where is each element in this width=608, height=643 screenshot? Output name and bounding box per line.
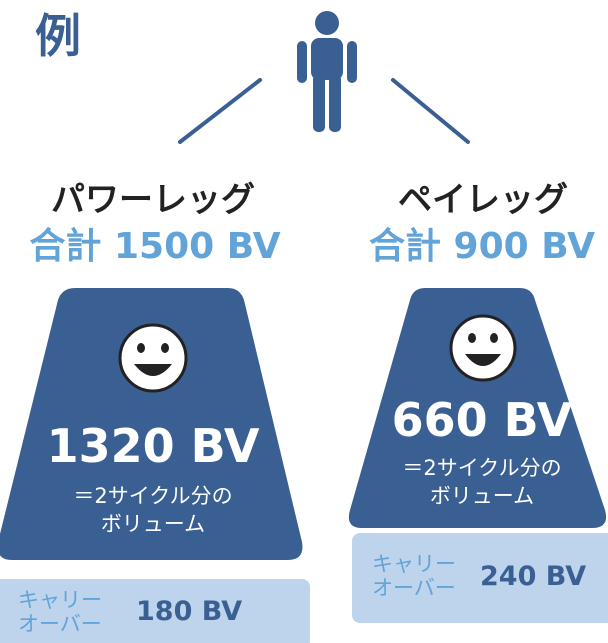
pay-leg-carry-over-box	[352, 533, 608, 623]
cycle-note-line2: ボリューム	[100, 512, 206, 536]
power-leg-carry-over-box	[0, 579, 310, 643]
cycle-note-line2: ボリューム	[429, 484, 535, 508]
carry-label-line1: キャリー	[372, 552, 456, 576]
smiley-face-icon	[118, 323, 188, 393]
power-leg-trapezoid	[0, 288, 303, 560]
power-leg-volume-block: 1320 BV ＝2サイクル分の ボリューム	[20, 418, 286, 538]
cycle-note-line1: ＝2サイクル分の	[73, 484, 233, 508]
total-label: 合計	[29, 226, 102, 267]
total-value: 900 BV	[453, 226, 596, 267]
cycle-note-line1: ＝2サイクル分の	[402, 456, 562, 480]
carry-label-line2: オーバー	[18, 612, 102, 636]
pay-leg-volume-block: 660 BV ＝2サイクル分の ボリューム	[362, 392, 602, 510]
connector-left-line	[178, 78, 262, 144]
connector-right-line	[391, 78, 470, 144]
page-title: 例	[35, 9, 81, 63]
total-value: 1500 BV	[113, 226, 281, 267]
power-leg-name: パワーレッグ	[51, 180, 255, 220]
carry-label-line2: オーバー	[372, 576, 456, 600]
pay-leg-carry-label: キャリー オーバー	[372, 552, 456, 600]
smiley-face-icon	[449, 314, 517, 382]
person-icon	[297, 11, 357, 132]
power-leg-carry-value: 180 BV	[136, 596, 243, 627]
pay-leg-name: ペイレッグ	[398, 180, 568, 220]
pay-leg-total: 合計 900 BV	[356, 223, 608, 271]
power-leg-volume: 1320 BV	[46, 419, 260, 473]
carry-label-line1: キャリー	[18, 588, 102, 612]
power-leg-carry-label: キャリー オーバー	[18, 588, 102, 636]
pay-leg-carry-value: 240 BV	[480, 561, 587, 592]
total-label: 合計	[368, 226, 441, 267]
power-leg-total: 合計 1500 BV	[10, 223, 300, 271]
pay-leg-volume: 660 BV	[391, 393, 573, 447]
pay-leg-trapezoid	[348, 288, 607, 528]
